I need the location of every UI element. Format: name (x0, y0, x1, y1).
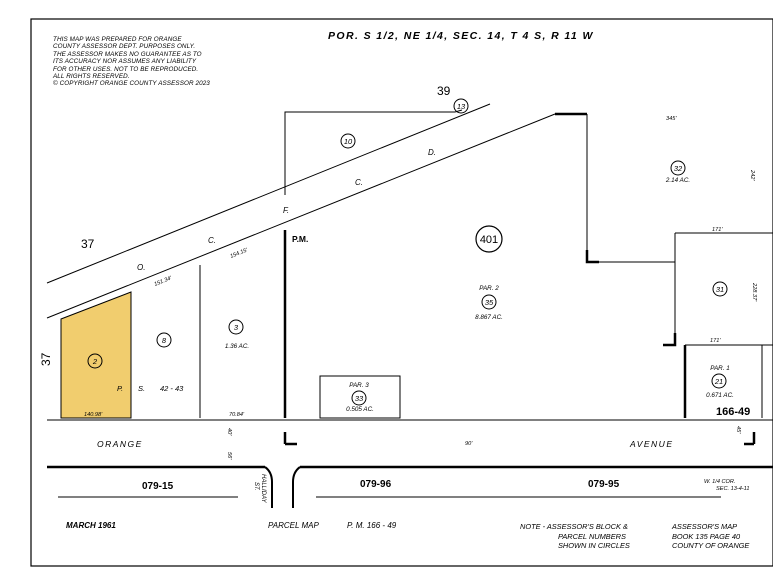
railroad-letter: C. (355, 178, 363, 187)
dimension-label: 171' (712, 227, 723, 233)
parcel-circle-2 (87, 353, 103, 369)
parcel-area: 2.14 AC. (665, 177, 690, 184)
note-line: PARCEL NUMBERS (558, 531, 626, 541)
parcel-33-boundary (319, 375, 401, 419)
dimension-label: 151.34' (154, 275, 174, 288)
parcel-number: 21 (714, 377, 723, 386)
parcel-number: 31 (716, 285, 724, 294)
pm-reference: P. M. 166 - 49 (347, 521, 397, 530)
note-block: NOTE - ASSESSOR'S BLOCK & PARCEL NUMBERS… (520, 522, 630, 551)
dimension-label: 56' (226, 452, 232, 460)
parcel-number: 3 (234, 323, 239, 332)
dimension-label: 70.84' (229, 412, 245, 418)
dimension-label: 154.15' (230, 247, 250, 260)
disclaimer-line: FOR OTHER USES. NOT TO BE REPRODUCED. (53, 65, 199, 73)
map-date: MARCH 1961 (66, 521, 116, 530)
parcel-par-label: PAR. 2 (479, 285, 499, 292)
block-number-37-side: 37 (39, 352, 53, 366)
halliday-street-edge (292, 466, 301, 508)
pm-label: P.M. (292, 234, 308, 244)
dimension-label: 345' (666, 116, 677, 122)
parcel-area: 1.36 AC. (225, 343, 249, 350)
map-frame (30, 18, 773, 567)
parcel-circle-13 (453, 98, 469, 114)
disclaimer-line: ITS ACCURACY NOR ASSUMES ANY LIABILITY (53, 58, 197, 66)
parcel-circle-3 (228, 319, 244, 335)
disclaimer-line: COUNTY ASSESSOR DEPT. PURPOSES ONLY. (53, 43, 196, 51)
parcel-circle-10 (340, 133, 356, 149)
parcel-par-label: PAR. 3 (349, 382, 369, 389)
section-corner-label: W. 1/4 COR. (704, 479, 736, 485)
highlighted-parcel-2[interactable] (60, 291, 132, 419)
parcel-circle-8 (156, 332, 172, 348)
disclaimer: THIS MAP WAS PREPARED FOR ORANGE COUNTY … (53, 36, 228, 88)
dimension-label: 228.37' (751, 282, 757, 302)
disclaimer-line: © COPYRIGHT ORANGE COUNTY ASSESSOR 2023 (53, 80, 210, 88)
block-number-39: 39 (437, 84, 451, 98)
parcel-circle-33 (351, 390, 367, 406)
ps-label: 42 - 43 (160, 384, 184, 393)
block-number-37: 37 (81, 237, 95, 251)
reference-line: COUNTY OF ORANGE (672, 541, 750, 551)
railroad-letter: D. (428, 148, 436, 157)
parcel-10-boundary (284, 109, 463, 195)
disclaimer-line: THE ASSESSOR MAKES NO GUARANTEE AS TO (53, 50, 202, 58)
dimension-label: 40' (226, 428, 232, 436)
railroad-letter: F. (283, 206, 289, 215)
railroad-letter: C. (208, 236, 216, 245)
dimension-label: 171' (710, 338, 721, 344)
disclaimer-line: ALL RIGHTS RESERVED. (53, 73, 130, 81)
adjacent-map-number: 079-15 (142, 481, 174, 492)
dimension-label: 140.98' (84, 412, 103, 418)
note-line: SHOWN IN CIRCLES (558, 541, 630, 551)
ps-label: P. (117, 384, 123, 393)
parcel-number: 35 (485, 298, 494, 307)
parcel-area: 0.505 AC. (346, 406, 374, 413)
map-header: POR. S 1/2, NE 1/4, SEC. 14, T 4 S, R 11… (328, 30, 594, 42)
dimension-label: 90' (465, 441, 473, 447)
pm-number: 166-49 (716, 406, 750, 418)
parcel-number: 2 (92, 357, 98, 366)
halliday-street-edge (264, 466, 273, 508)
parcel-number: 13 (457, 102, 466, 111)
block-number-401: 401 (480, 234, 498, 246)
parcel-area: 0.671 AC. (706, 392, 734, 399)
block-circle-401 (475, 225, 503, 253)
parcel-number: 33 (355, 394, 364, 403)
parcel-circle-32 (670, 160, 686, 176)
reference-line: BOOK 135 PAGE 40 (672, 531, 741, 541)
parcel-circle-31 (712, 281, 728, 297)
railroad-north-line (46, 103, 491, 284)
assessor-reference: ASSESSOR'S MAP BOOK 135 PAGE 40 COUNTY O… (672, 522, 749, 551)
parcel-map-label: PARCEL MAP (268, 521, 319, 530)
reference-line: ASSESSOR'S MAP (672, 522, 738, 531)
adjacent-map-number: 079-96 (360, 479, 392, 490)
disclaimer-line: THIS MAP WAS PREPARED FOR ORANGE (53, 36, 182, 43)
railroad-letter: O. (137, 263, 145, 272)
parcel-area: 8.867 AC. (475, 314, 503, 321)
street-name-orange: ORANGE (97, 439, 143, 449)
parcel-number: 8 (162, 336, 167, 345)
street-name-halliday: HALLIDAY (260, 474, 266, 504)
ps-label: S. (138, 384, 145, 393)
section-corner-label: SEC. 13-4-11 (716, 486, 749, 492)
street-name-avenue: AVENUE (629, 439, 674, 449)
railroad-south-line (46, 113, 556, 319)
parcel-corner-mark (663, 333, 677, 347)
parcel-number: 32 (674, 164, 683, 173)
adjacent-map-number: 079-95 (588, 479, 620, 490)
parcel-number: 10 (344, 137, 353, 146)
parcel-par-label: PAR. 1 (710, 365, 729, 372)
note-line: NOTE - ASSESSOR'S BLOCK & (520, 522, 628, 531)
dimension-label: 45' (735, 426, 741, 434)
parcel-circle-35 (481, 294, 497, 310)
parcel-corner-mark (585, 250, 599, 264)
street-name-halliday: ST. (253, 482, 259, 491)
parcel-circle-21 (711, 373, 727, 389)
dimension-label: 242' (749, 169, 755, 181)
